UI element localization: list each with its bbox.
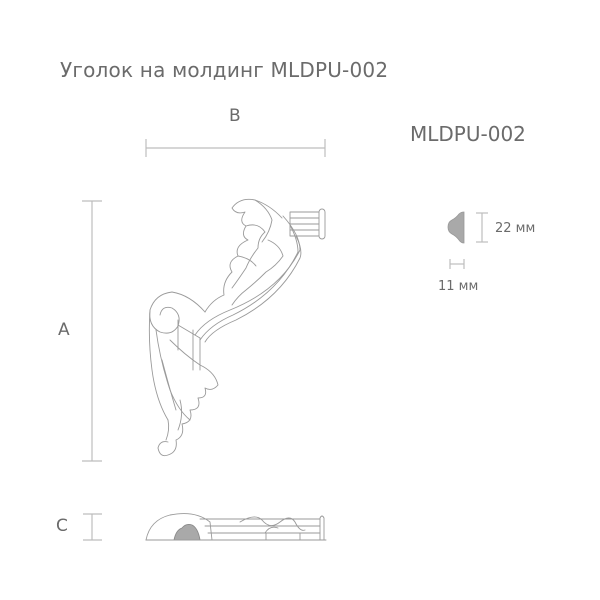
product-title: Уголок на молдинг MLDPU-002 bbox=[60, 58, 389, 82]
dimension-line-a bbox=[82, 200, 102, 462]
dimension-line-b bbox=[145, 139, 326, 157]
dimension-a-label: A bbox=[58, 320, 70, 340]
dimension-c-label: C bbox=[56, 516, 68, 536]
profile-width-value: 11 мм bbox=[438, 279, 479, 294]
profile-height-dimension bbox=[476, 212, 488, 243]
product-code-label: MLDPU-002 bbox=[410, 122, 526, 146]
dimension-b-label: B bbox=[229, 106, 241, 126]
profile-section-icon bbox=[447, 211, 465, 244]
dimension-line-c bbox=[83, 513, 102, 541]
profile-width-dimension bbox=[449, 259, 465, 269]
profile-height-value: 22 мм bbox=[495, 221, 536, 236]
corner-ornament-drawing bbox=[148, 198, 326, 457]
side-view-drawing bbox=[145, 513, 327, 541]
